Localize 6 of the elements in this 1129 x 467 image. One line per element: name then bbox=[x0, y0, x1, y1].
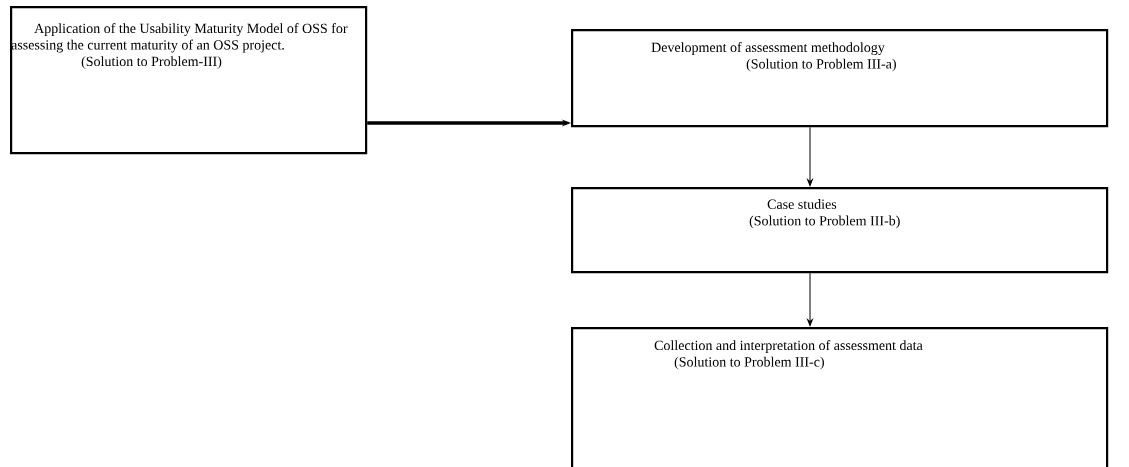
arrow bbox=[807, 272, 813, 327]
arrow bbox=[807, 126, 813, 187]
process-box: Development of assessment methodology (Solution to Problem III-a) bbox=[571, 29, 1109, 128]
process-box: Application of the Usability Maturity Model of OSS for assessing the current maturity of an OSS project. (Solution to Problem-III) bbox=[10, 6, 368, 155]
process-box: Collection and interpretation of assessment data (Solution to Problem III-c) bbox=[571, 327, 1109, 467]
process-box: Case studies (Solution to Problem III-b) bbox=[571, 187, 1109, 274]
